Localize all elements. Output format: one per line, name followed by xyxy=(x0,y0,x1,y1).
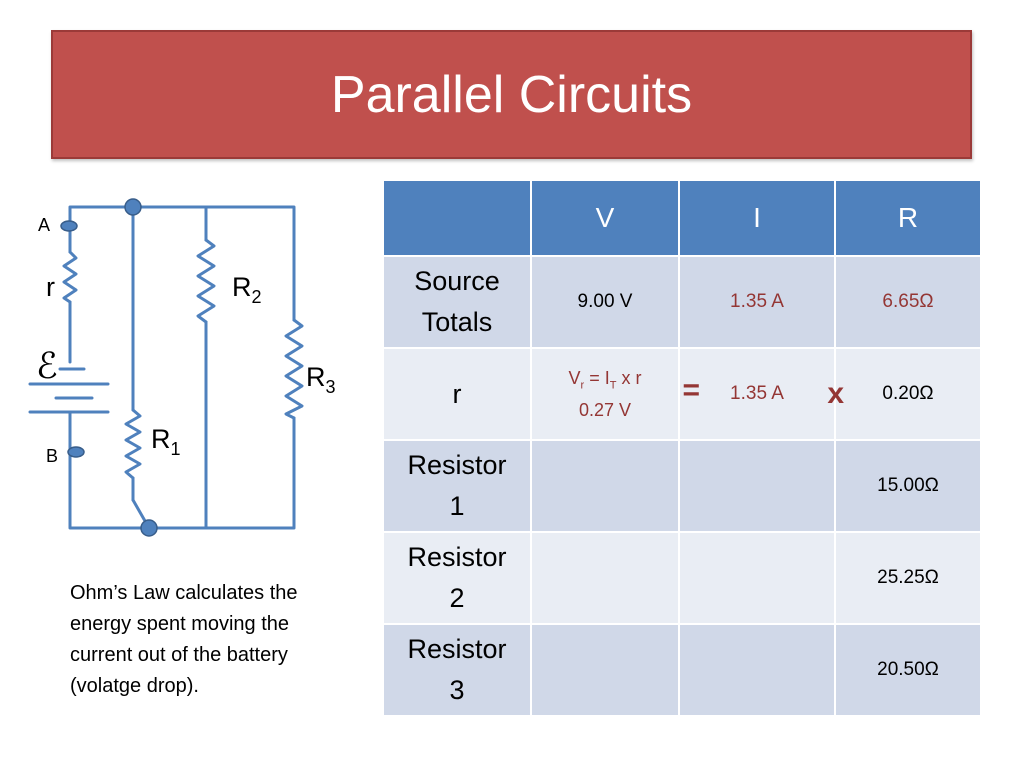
label-b: B xyxy=(46,446,58,466)
slide-title: Parallel Circuits xyxy=(330,65,693,124)
label-r1: R1 xyxy=(151,424,181,459)
label-emf: ℰ xyxy=(36,345,58,386)
label-r-internal: r xyxy=(46,272,55,302)
row-label-resistor1: Resistor 1 xyxy=(382,439,532,533)
terminal-b xyxy=(67,446,85,458)
title-banner: Parallel Circuits xyxy=(51,30,972,159)
row-label-source-totals: Source Totals xyxy=(382,255,532,349)
circuit-values-table: V I R Source Totals 9.00 V 1.35 A 6.65Ω … xyxy=(382,179,982,717)
table-header-row: V I R xyxy=(382,179,982,257)
table-row-resistor1: Resistor 1 15.00Ω xyxy=(382,439,982,533)
voltage-drop-formula: Vr = IT x r 0.27 V xyxy=(568,368,642,420)
cell-resistor2-v xyxy=(530,531,680,625)
cell-resistor3-v xyxy=(530,623,680,717)
table-row-source-totals: Source Totals 9.00 V 1.35 A 6.65Ω xyxy=(382,255,982,349)
table-row-resistor2: Resistor 2 25.25Ω xyxy=(382,531,982,625)
cell-resistor3-i xyxy=(678,623,836,717)
cell-resistor1-r: 15.00Ω xyxy=(834,439,982,533)
junction-top xyxy=(124,198,142,216)
cell-resistor1-v xyxy=(530,439,680,533)
voltage-drop-result: 0.27 V xyxy=(578,399,632,420)
ohms-law-caption: Ohm’s Law calculates the energy spent mo… xyxy=(70,582,298,697)
row-label-line1: Source xyxy=(414,266,500,296)
cell-resistor2-r: 25.25Ω xyxy=(834,531,982,625)
circuit-diagram: A B r ℰ R1 R2 R3 xyxy=(28,198,336,537)
header-i: I xyxy=(678,179,836,257)
times-sign: x xyxy=(827,377,844,410)
row-label-r: r xyxy=(382,347,532,441)
terminal-a xyxy=(60,220,78,232)
table-row-r: r Vr = IT x r 0.27 V = 1.35 A x 0.20Ω xyxy=(382,347,982,441)
label-r2: R2 xyxy=(232,272,262,307)
header-r: R xyxy=(834,179,982,257)
header-blank xyxy=(382,179,532,257)
cell-resistor2-i xyxy=(678,531,836,625)
label-r3: R3 xyxy=(306,362,336,397)
cell-r-r: 0.20Ω xyxy=(834,347,982,441)
label-a: A xyxy=(38,215,50,235)
cell-source-v: 9.00 V xyxy=(530,255,680,349)
table-row-resistor3: Resistor 3 20.50Ω xyxy=(382,623,982,717)
header-v: V xyxy=(530,179,680,257)
cell-source-i: 1.35 A xyxy=(678,255,836,349)
wire-left-top xyxy=(68,205,296,322)
cell-resistor3-r: 20.50Ω xyxy=(834,623,982,717)
row-label-resistor3: Resistor 3 xyxy=(382,623,532,717)
resistor-r2-zigzag xyxy=(196,238,216,324)
row-label-line2: Totals xyxy=(421,307,493,337)
cell-r-i: 1.35 A x xyxy=(678,347,844,441)
resistor-r1-zigzag xyxy=(124,408,142,480)
resistor-r3-zigzag xyxy=(284,318,304,420)
cell-resistor1-i xyxy=(678,439,836,533)
equals-sign: = xyxy=(682,373,700,407)
wire-bottom xyxy=(68,416,296,530)
cell-source-r: 6.65Ω xyxy=(834,255,982,349)
resistor-r-zigzag xyxy=(62,250,78,304)
cell-r-v: Vr = IT x r 0.27 V = xyxy=(530,347,700,441)
row-label-resistor2: Resistor 2 xyxy=(382,531,532,625)
junction-bottom xyxy=(140,519,158,537)
